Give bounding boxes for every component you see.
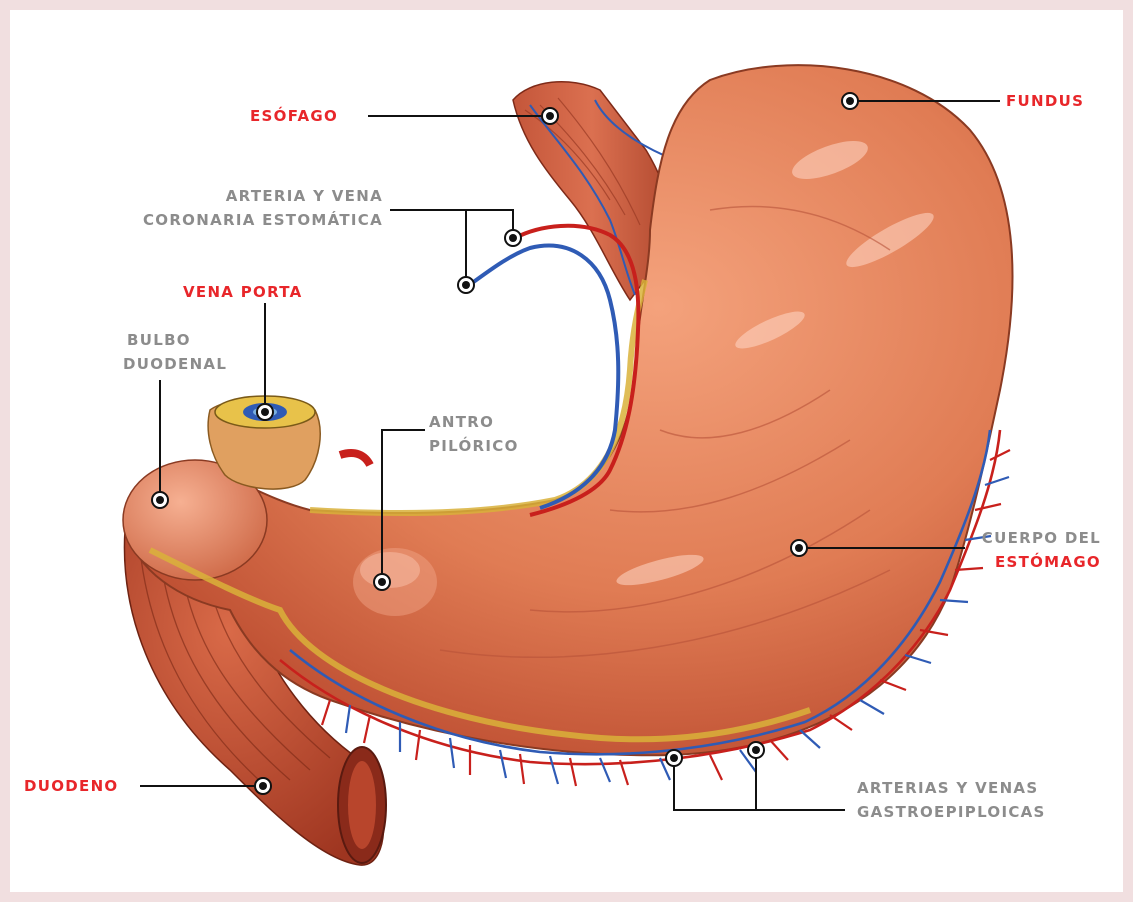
label-esofago: ESÓFAGO <box>250 104 338 128</box>
marker-dot <box>255 778 271 794</box>
label-gastro-line2: GASTROEPIPLOICAS <box>857 800 1046 824</box>
label-antro-pilorico: ANTRO PILÓRICO <box>429 410 519 458</box>
marker-dot <box>842 93 858 109</box>
label-arteria-coronaria-line2: CORONARIA ESTOMÁTICA <box>143 208 383 232</box>
label-vena-porta: VENA PORTA <box>183 280 303 304</box>
label-bulbo-line2: DUODENAL <box>123 352 227 376</box>
marker-dot <box>152 492 168 508</box>
label-cuerpo-line1: CUERPO DEL <box>982 526 1101 550</box>
label-arteria-coronaria-line1: ARTERIA Y VENA <box>143 184 383 208</box>
marker-dot <box>666 750 682 766</box>
label-cuerpo-line2: ESTÓMAGO <box>982 550 1101 574</box>
label-bulbo-line1: BULBO <box>123 328 227 352</box>
marker-dot <box>542 108 558 124</box>
marker-dot <box>257 404 273 420</box>
label-bulbo-duodenal: BULBO DUODENAL <box>123 328 227 376</box>
portal-vein-shape <box>208 396 370 489</box>
marker-dot <box>374 574 390 590</box>
label-antro-line2: PILÓRICO <box>429 434 519 458</box>
label-antro-line1: ANTRO <box>429 410 519 434</box>
label-gastroepiploicas: ARTERIAS Y VENAS GASTROEPIPLOICAS <box>857 776 1046 824</box>
marker-dot <box>748 742 764 758</box>
diagram-frame: ESÓFAGO FUNDUS ARTERIA Y VENA CORONARIA … <box>10 10 1123 892</box>
label-fundus: FUNDUS <box>1006 89 1084 113</box>
marker-dot <box>505 230 521 246</box>
marker-dot <box>458 277 474 293</box>
label-arteria-coronaria: ARTERIA Y VENA CORONARIA ESTOMÁTICA <box>143 184 383 232</box>
label-gastro-line1: ARTERIAS Y VENAS <box>857 776 1046 800</box>
label-duodeno: DUODENO <box>24 774 119 798</box>
stomach-illustration <box>10 10 1123 892</box>
marker-dot <box>791 540 807 556</box>
label-cuerpo-estomago: CUERPO DEL ESTÓMAGO <box>982 526 1101 574</box>
